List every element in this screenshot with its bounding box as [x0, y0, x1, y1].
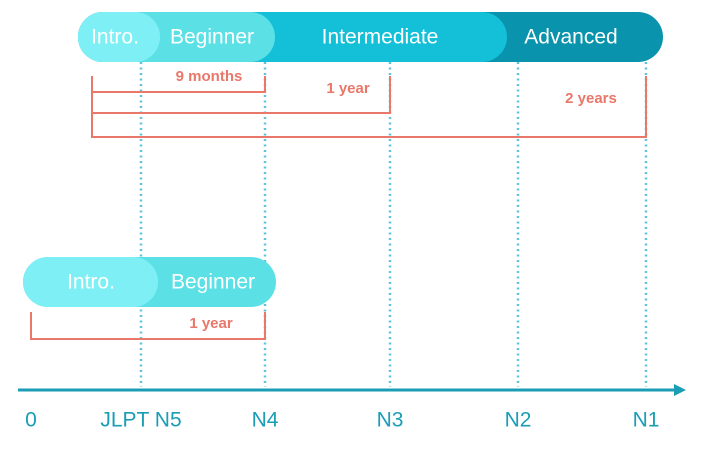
axis-label-n3: N3	[377, 409, 404, 432]
axis-label-0: 0	[25, 409, 37, 432]
segment-intermediate-label: Intermediate	[322, 26, 439, 49]
axis-label-n4: N4	[252, 409, 279, 432]
axis-label-n2: N2	[505, 409, 532, 432]
duration-label-9-months: 9 months	[176, 68, 243, 85]
segment-intro-label: Intro.	[91, 26, 139, 49]
duration-label-2-years: 2 years	[565, 90, 617, 107]
axis-label-jlpt-n5: JLPT N5	[100, 409, 181, 432]
segment-intro-label: Intro.	[67, 271, 115, 294]
segment-intro	[78, 12, 160, 62]
segment-beginner-label: Beginner	[171, 271, 255, 294]
segment-intro	[23, 257, 158, 307]
segment-advanced-label: Advanced	[524, 26, 617, 49]
axis-label-n1: N1	[633, 409, 660, 432]
axis-arrowhead	[674, 384, 686, 396]
segment-beginner-label: Beginner	[170, 26, 254, 49]
track-bottom: Intro. Beginner 1 year	[23, 257, 276, 340]
axis: 0 JLPT N5 N4 N3 N2 N1	[18, 384, 686, 432]
duration-bracket-1-year	[30, 312, 266, 340]
track-top: Intro. Beginner Intermediate Advanced 9 …	[78, 12, 663, 138]
duration-label-1-year: 1 year	[326, 80, 370, 97]
duration-label-1-year: 1 year	[189, 315, 233, 332]
duration-bracket-2-years	[91, 76, 647, 138]
